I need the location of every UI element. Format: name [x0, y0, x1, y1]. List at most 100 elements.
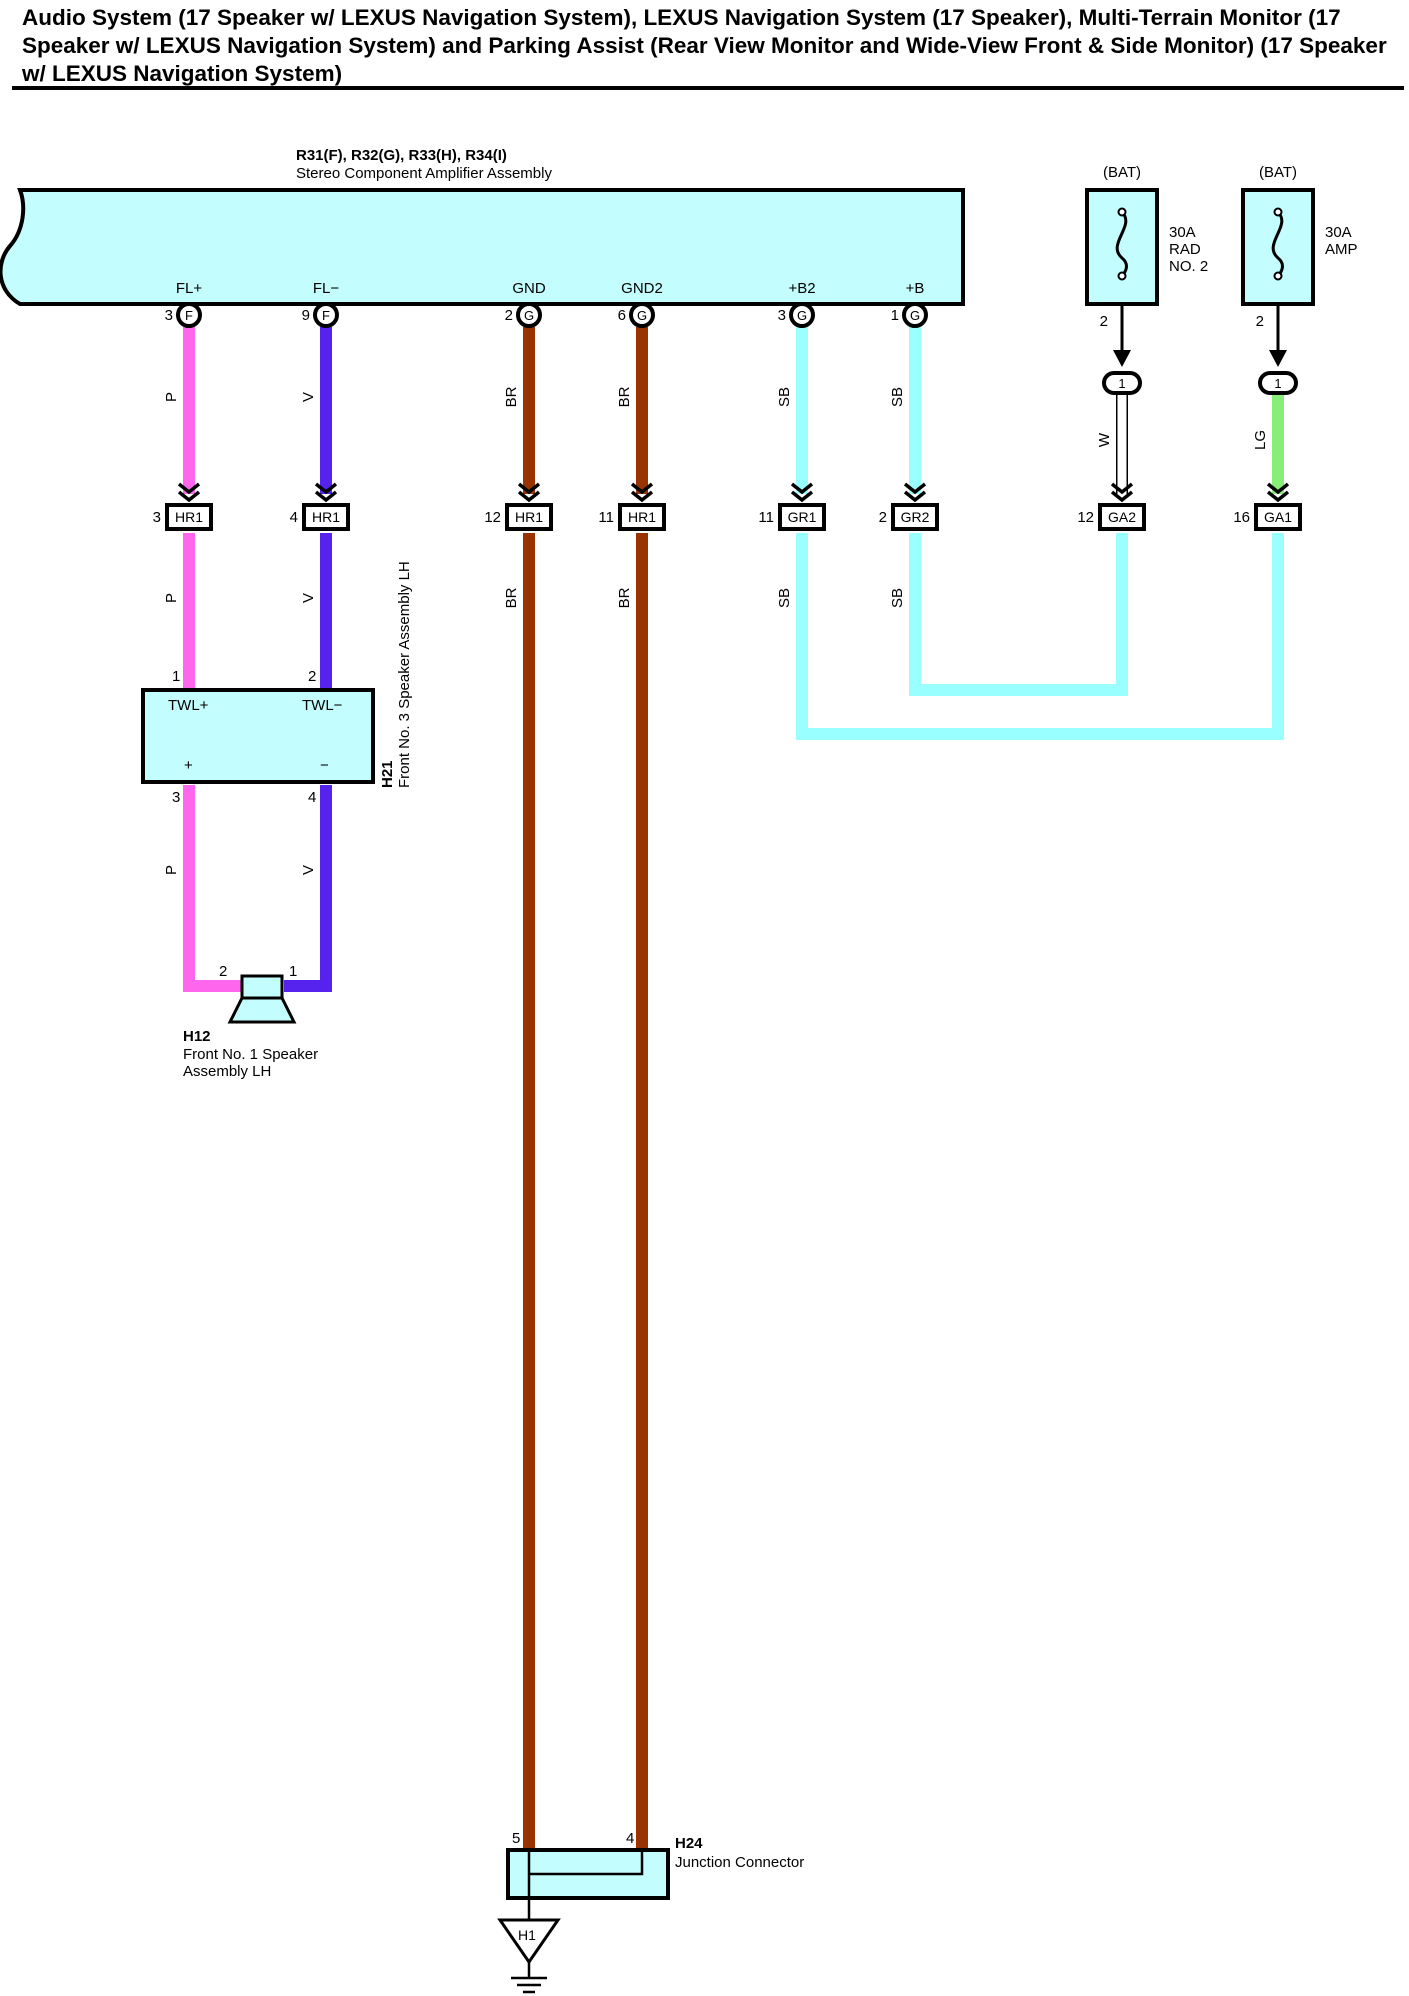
junction-arrow: [314, 482, 338, 503]
amplifier-terminal-label: +B2: [788, 280, 815, 297]
amplifier-body: [0, 188, 965, 306]
junction-connector-code: H24: [675, 1835, 703, 1852]
junction-arrow: [790, 482, 814, 503]
junction-connector-name: Junction Connector: [675, 1854, 804, 1871]
speaker-component: 2 1 H12 Front No. 1 Speaker Assembly LH: [183, 963, 318, 1080]
fuse-terminal: [1117, 271, 1127, 281]
tweeter-sign-neg: −: [320, 757, 329, 774]
amplifier-terminal-label: GND2: [621, 280, 663, 297]
fuse-pin: 2: [1100, 313, 1108, 330]
amplifier-terminal-pin: [313, 302, 339, 328]
fuse-box: [1241, 188, 1315, 306]
fuse-name: NO. 2: [1169, 258, 1208, 275]
junction-connector-bus: [527, 1850, 644, 1920]
title-divider: [12, 86, 1404, 90]
wire-color-label: P: [163, 392, 180, 402]
amplifier-connector-letter: G: [910, 308, 920, 323]
junction-pin: 12: [1077, 509, 1094, 526]
fuse-arrow: [1269, 350, 1287, 367]
wire-speaker-plus: [183, 785, 244, 992]
junction-box: [891, 503, 939, 531]
tweeter-sign-pos: +: [184, 757, 193, 774]
junction-pin: 11: [598, 509, 614, 526]
speaker-pin-2: 2: [219, 963, 227, 980]
wire-color-label: V: [300, 593, 317, 603]
speaker-cone: [227, 996, 297, 1024]
amplifier-terminal-pin: [516, 302, 542, 328]
junction-box: [165, 503, 213, 531]
fuse-terminal: [1273, 271, 1283, 281]
junction-box: [1098, 503, 1146, 531]
amplifier-terminal-pin: [902, 302, 928, 328]
amplifier-terminal-pin: [629, 302, 655, 328]
junction-name: HR1: [515, 509, 543, 525]
wire-color-label: BR: [503, 587, 520, 608]
amplifier-terminal-label: +B: [906, 280, 925, 297]
wire-b-loop: [909, 533, 1128, 696]
ground-lines: [511, 1962, 547, 1994]
amplifier-component: R31(F), R32(G), R33(H), R34(I) Stereo Co…: [0, 147, 965, 328]
tweeter-pin-3: 3: [172, 789, 180, 806]
junction-name: HR1: [175, 509, 203, 525]
amplifier-terminal-label: FL+: [176, 280, 203, 297]
wire-color-label: BR: [616, 587, 633, 608]
wire-color-label: SB: [776, 387, 793, 407]
wire-color-label: V: [300, 392, 317, 402]
amplifier-connector-letter: G: [524, 308, 534, 323]
junction-name: GA2: [1108, 509, 1136, 525]
wire-speaker-minus: [284, 785, 332, 992]
tweeter-label: H21 Front No. 3 Speaker Assembly LH: [379, 561, 413, 788]
inline-connector-pin: 1: [1118, 376, 1125, 391]
wire-b2-loop: [796, 533, 1284, 740]
wire-color-label: SB: [889, 588, 906, 608]
fuse-name: RAD: [1169, 241, 1201, 258]
amplifier-terminal-label: FL−: [313, 280, 340, 297]
junction-name: GR1: [788, 509, 817, 525]
fuse-supply-label: (BAT): [1259, 164, 1297, 181]
junction-connector-pin-5: 5: [512, 1830, 520, 1847]
amplifier-connector-letter: F: [185, 308, 193, 323]
junction-arrow: [177, 482, 201, 503]
ground-label: H1: [518, 1927, 536, 1943]
wire-color-label: P: [163, 865, 180, 875]
junction-box: [778, 503, 826, 531]
amplifier-terminal-number: 2: [505, 307, 513, 324]
junction-pin: 11: [758, 509, 774, 526]
amplifier-terminal-number: 9: [302, 307, 310, 324]
speaker-name-line1: Front No. 1 Speaker: [183, 1046, 318, 1063]
tweeter-terminal-neg: TWL−: [302, 697, 343, 714]
wire-color-label: SB: [889, 387, 906, 407]
amplifier-terminal-number: 1: [891, 307, 899, 324]
junction-box: [618, 503, 666, 531]
junction-box: [505, 503, 553, 531]
fuse-terminal: [1273, 207, 1283, 217]
fuse-rating: 30A: [1325, 224, 1352, 241]
junction-connector-h24: 5 4 H24 Junction Connector: [506, 1830, 804, 1920]
amplifier-name: Stereo Component Amplifier Assembly: [296, 165, 552, 182]
tweeter-pin-2: 2: [308, 668, 316, 685]
speaker-magnet: [240, 974, 284, 1000]
fuse-rating: 30A: [1169, 224, 1196, 241]
fuse-box: [1085, 188, 1159, 306]
speaker-pin-1: 1: [289, 963, 297, 980]
junction-arrow: [1266, 482, 1290, 503]
amplifier-terminal-pin: [789, 302, 815, 328]
tweeter-component: TWL+ TWL− + − 1 2 3 4 H21 Front No. 3 Sp…: [141, 561, 413, 806]
amplifier-connector-letter: F: [322, 308, 330, 323]
fuse-arrow: [1113, 350, 1131, 367]
junction-pin: 16: [1233, 509, 1250, 526]
wire-color-label: LG: [1252, 430, 1269, 450]
amplifier-connector-letter: G: [637, 308, 647, 323]
junction-box: [302, 503, 350, 531]
speaker-name-line2: Assembly LH: [183, 1063, 271, 1080]
junction-name: GR2: [901, 509, 930, 525]
junction-name: HR1: [628, 509, 656, 525]
amplifier-connector-letter: G: [797, 308, 807, 323]
inline-connector: [1258, 371, 1298, 395]
page-title: Audio System (17 Speaker w/ LEXUS Naviga…: [22, 5, 1387, 86]
fuse-name: AMP: [1325, 241, 1358, 258]
wire-color-label: BR: [616, 386, 633, 407]
